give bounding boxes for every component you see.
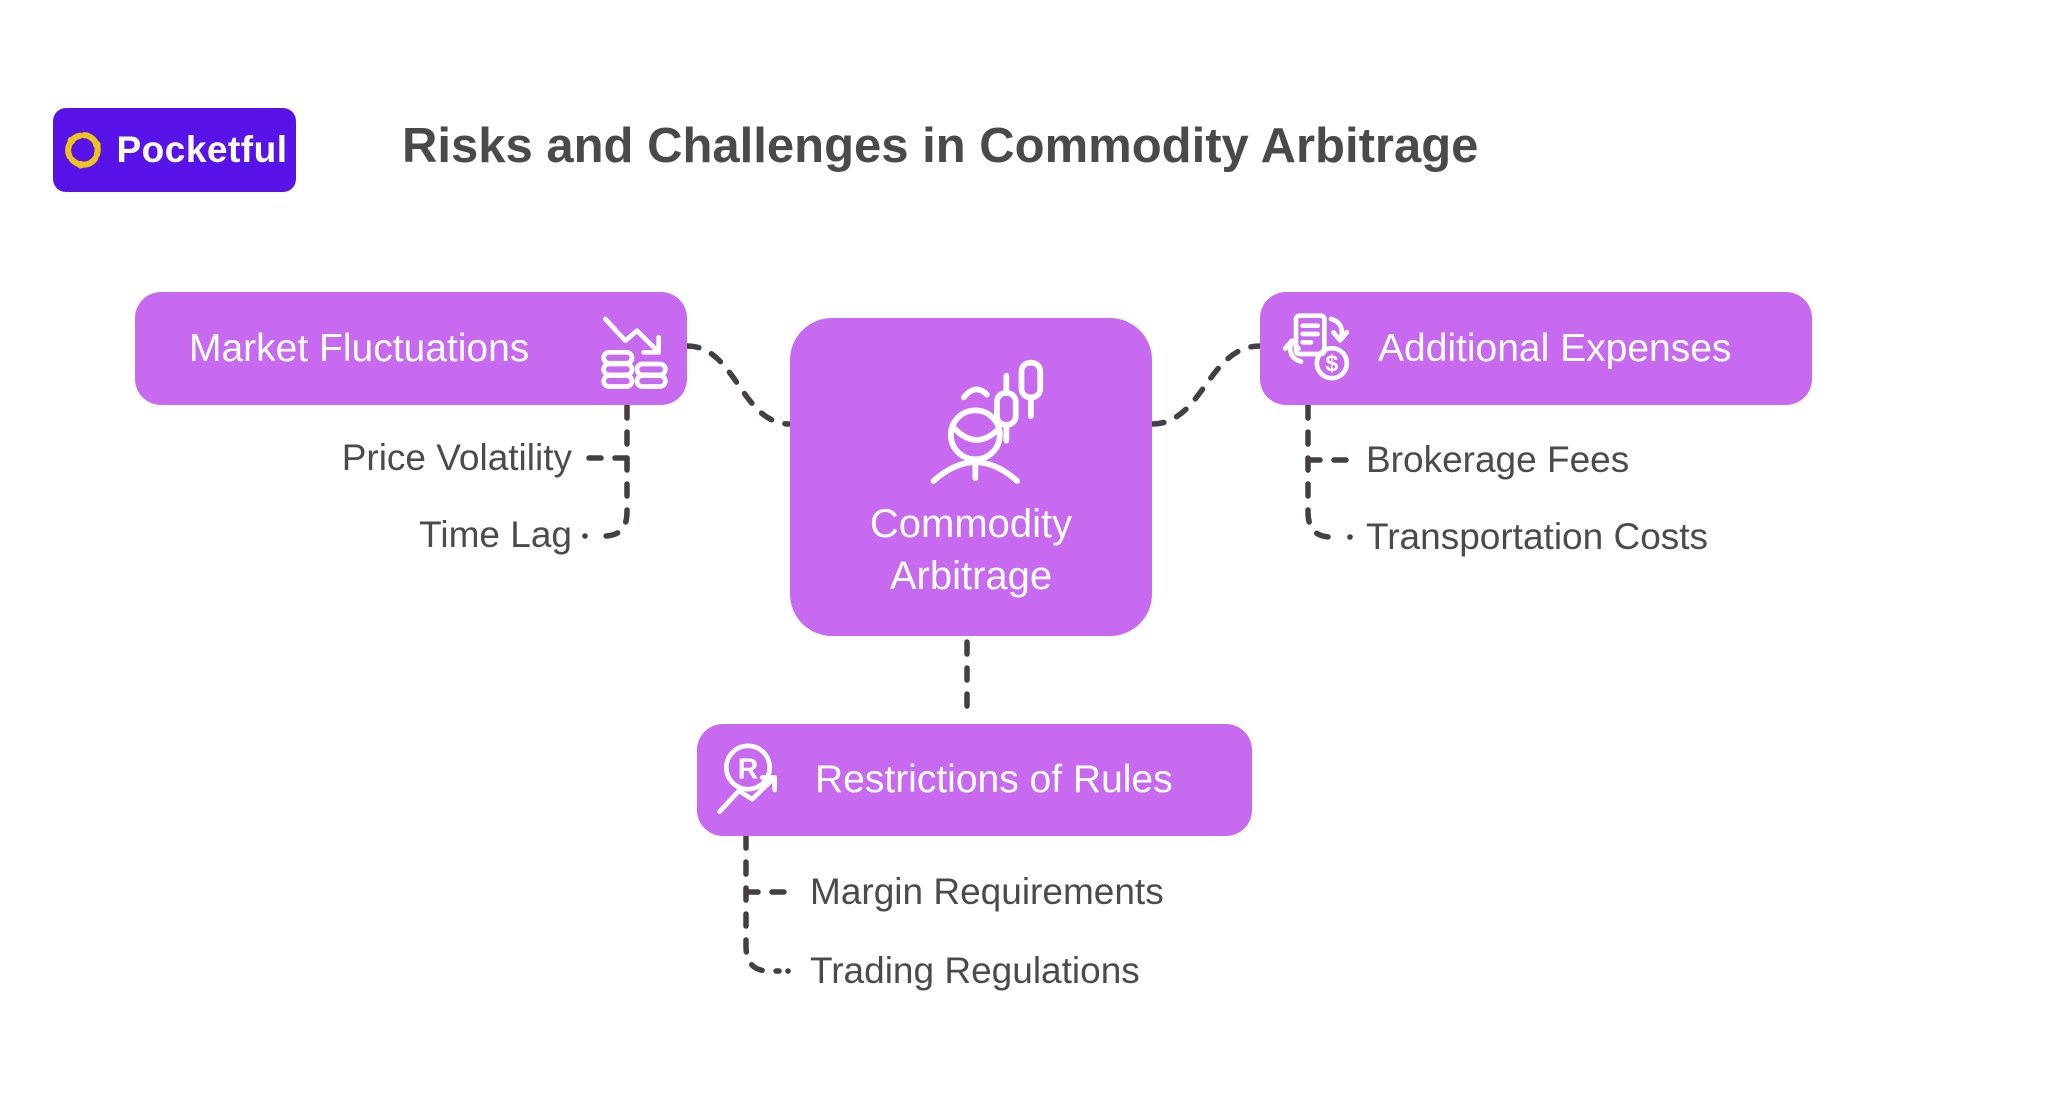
sub-label-margin-requirements: Margin Requirements <box>810 871 1164 912</box>
brand-badge: Pocketful <box>53 108 296 192</box>
node-label: Commodity Arbitrage <box>869 502 1073 598</box>
invoice-money-exchange-icon: $ <box>1282 312 1350 380</box>
trader-candlestick-icon <box>930 359 1044 484</box>
brand-name: Pocketful <box>116 129 288 170</box>
connector-transportation-costs <box>1305 403 1344 540</box>
connector-dot <box>582 533 588 539</box>
node-label: Restrictions of Rules <box>815 758 1173 801</box>
svg-text:R: R <box>738 753 758 785</box>
sub-label-time-lag: Time Lag <box>419 514 572 555</box>
node-commodity-arbitrage: Commodity Arbitrage <box>790 318 1152 636</box>
connector-right-branch <box>1149 343 1263 427</box>
connector-left-branch <box>684 343 793 427</box>
sub-label-price-volatility: Price Volatility <box>341 437 572 478</box>
pocketful-flower-icon <box>65 132 102 169</box>
circled-r-trend-arrow-icon: R <box>717 743 777 814</box>
node-additional-expenses: $ Additional Expenses <box>1260 292 1812 405</box>
connector-dot <box>785 968 791 974</box>
sub-label-transportation-costs: Transportation Costs <box>1366 516 1709 557</box>
node-label: Market Fluctuations <box>189 326 530 370</box>
node-label: Additional Expenses <box>1378 326 1732 370</box>
node-restrictions-of-rules: R Restrictions of Rules <box>697 724 1252 836</box>
connector-time-lag <box>591 403 630 539</box>
connector-dot <box>1347 534 1353 540</box>
sub-label-trading-regulations: Trading Regulations <box>810 950 1140 991</box>
page-title: Risks and Challenges in Commodity Arbitr… <box>402 119 1479 173</box>
coins-decline-arrow-icon <box>601 316 668 389</box>
connector-trading-regulations <box>743 833 782 974</box>
sub-label-brokerage-fees: Brokerage Fees <box>1366 439 1630 480</box>
svg-text:$: $ <box>1325 350 1338 376</box>
node-market-fluctuations: Market Fluctuations <box>135 292 687 405</box>
